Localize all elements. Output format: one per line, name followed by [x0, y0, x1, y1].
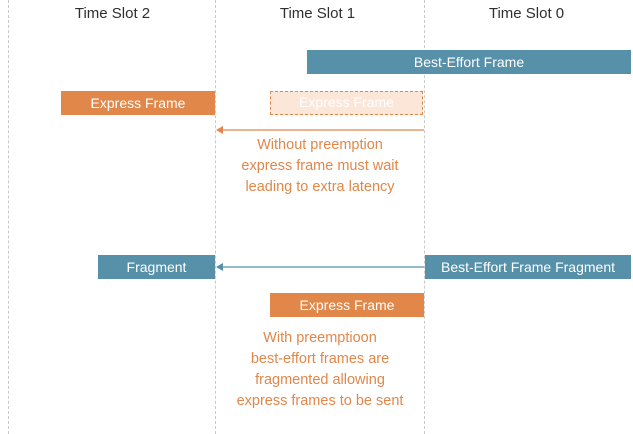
note-with-line-4: express frames to be sent [236, 393, 404, 409]
note-with-preemption: With preemptioon best-effort frames are … [215, 328, 425, 412]
note-without-line-3: leading to extra latency [245, 179, 395, 195]
express-frame-preempting: Express Frame [270, 293, 424, 317]
note-with-line-1: With preemptioon [263, 330, 377, 346]
fragment-box: Fragment [98, 255, 215, 279]
best-effort-frame: Best-Effort Frame [307, 50, 631, 74]
wait-arrow [216, 126, 424, 134]
time-slot-1-header: Time Slot 1 [279, 5, 356, 22]
slot-divider-1-0 [424, 0, 425, 434]
note-with-line-3: fragmented allowing [255, 372, 385, 388]
note-without-preemption: Without preemption express frame must wa… [220, 135, 420, 198]
time-slot-0-header: Time Slot 0 [488, 5, 565, 22]
slot-divider-left-edge [8, 0, 9, 434]
time-slot-2-header: Time Slot 2 [74, 5, 151, 22]
express-frame-ghost: Express Frame [270, 91, 423, 115]
note-without-line-1: Without preemption [257, 137, 383, 153]
fragment-arrow [216, 263, 424, 271]
best-effort-frame-fragment: Best-Effort Frame Fragment [425, 255, 631, 279]
note-without-line-2: express frame must wait [241, 158, 399, 174]
express-frame-delayed: Express Frame [61, 91, 215, 115]
slot-divider-2-1 [215, 0, 216, 434]
note-with-line-2: best-effort frames are [250, 351, 390, 367]
